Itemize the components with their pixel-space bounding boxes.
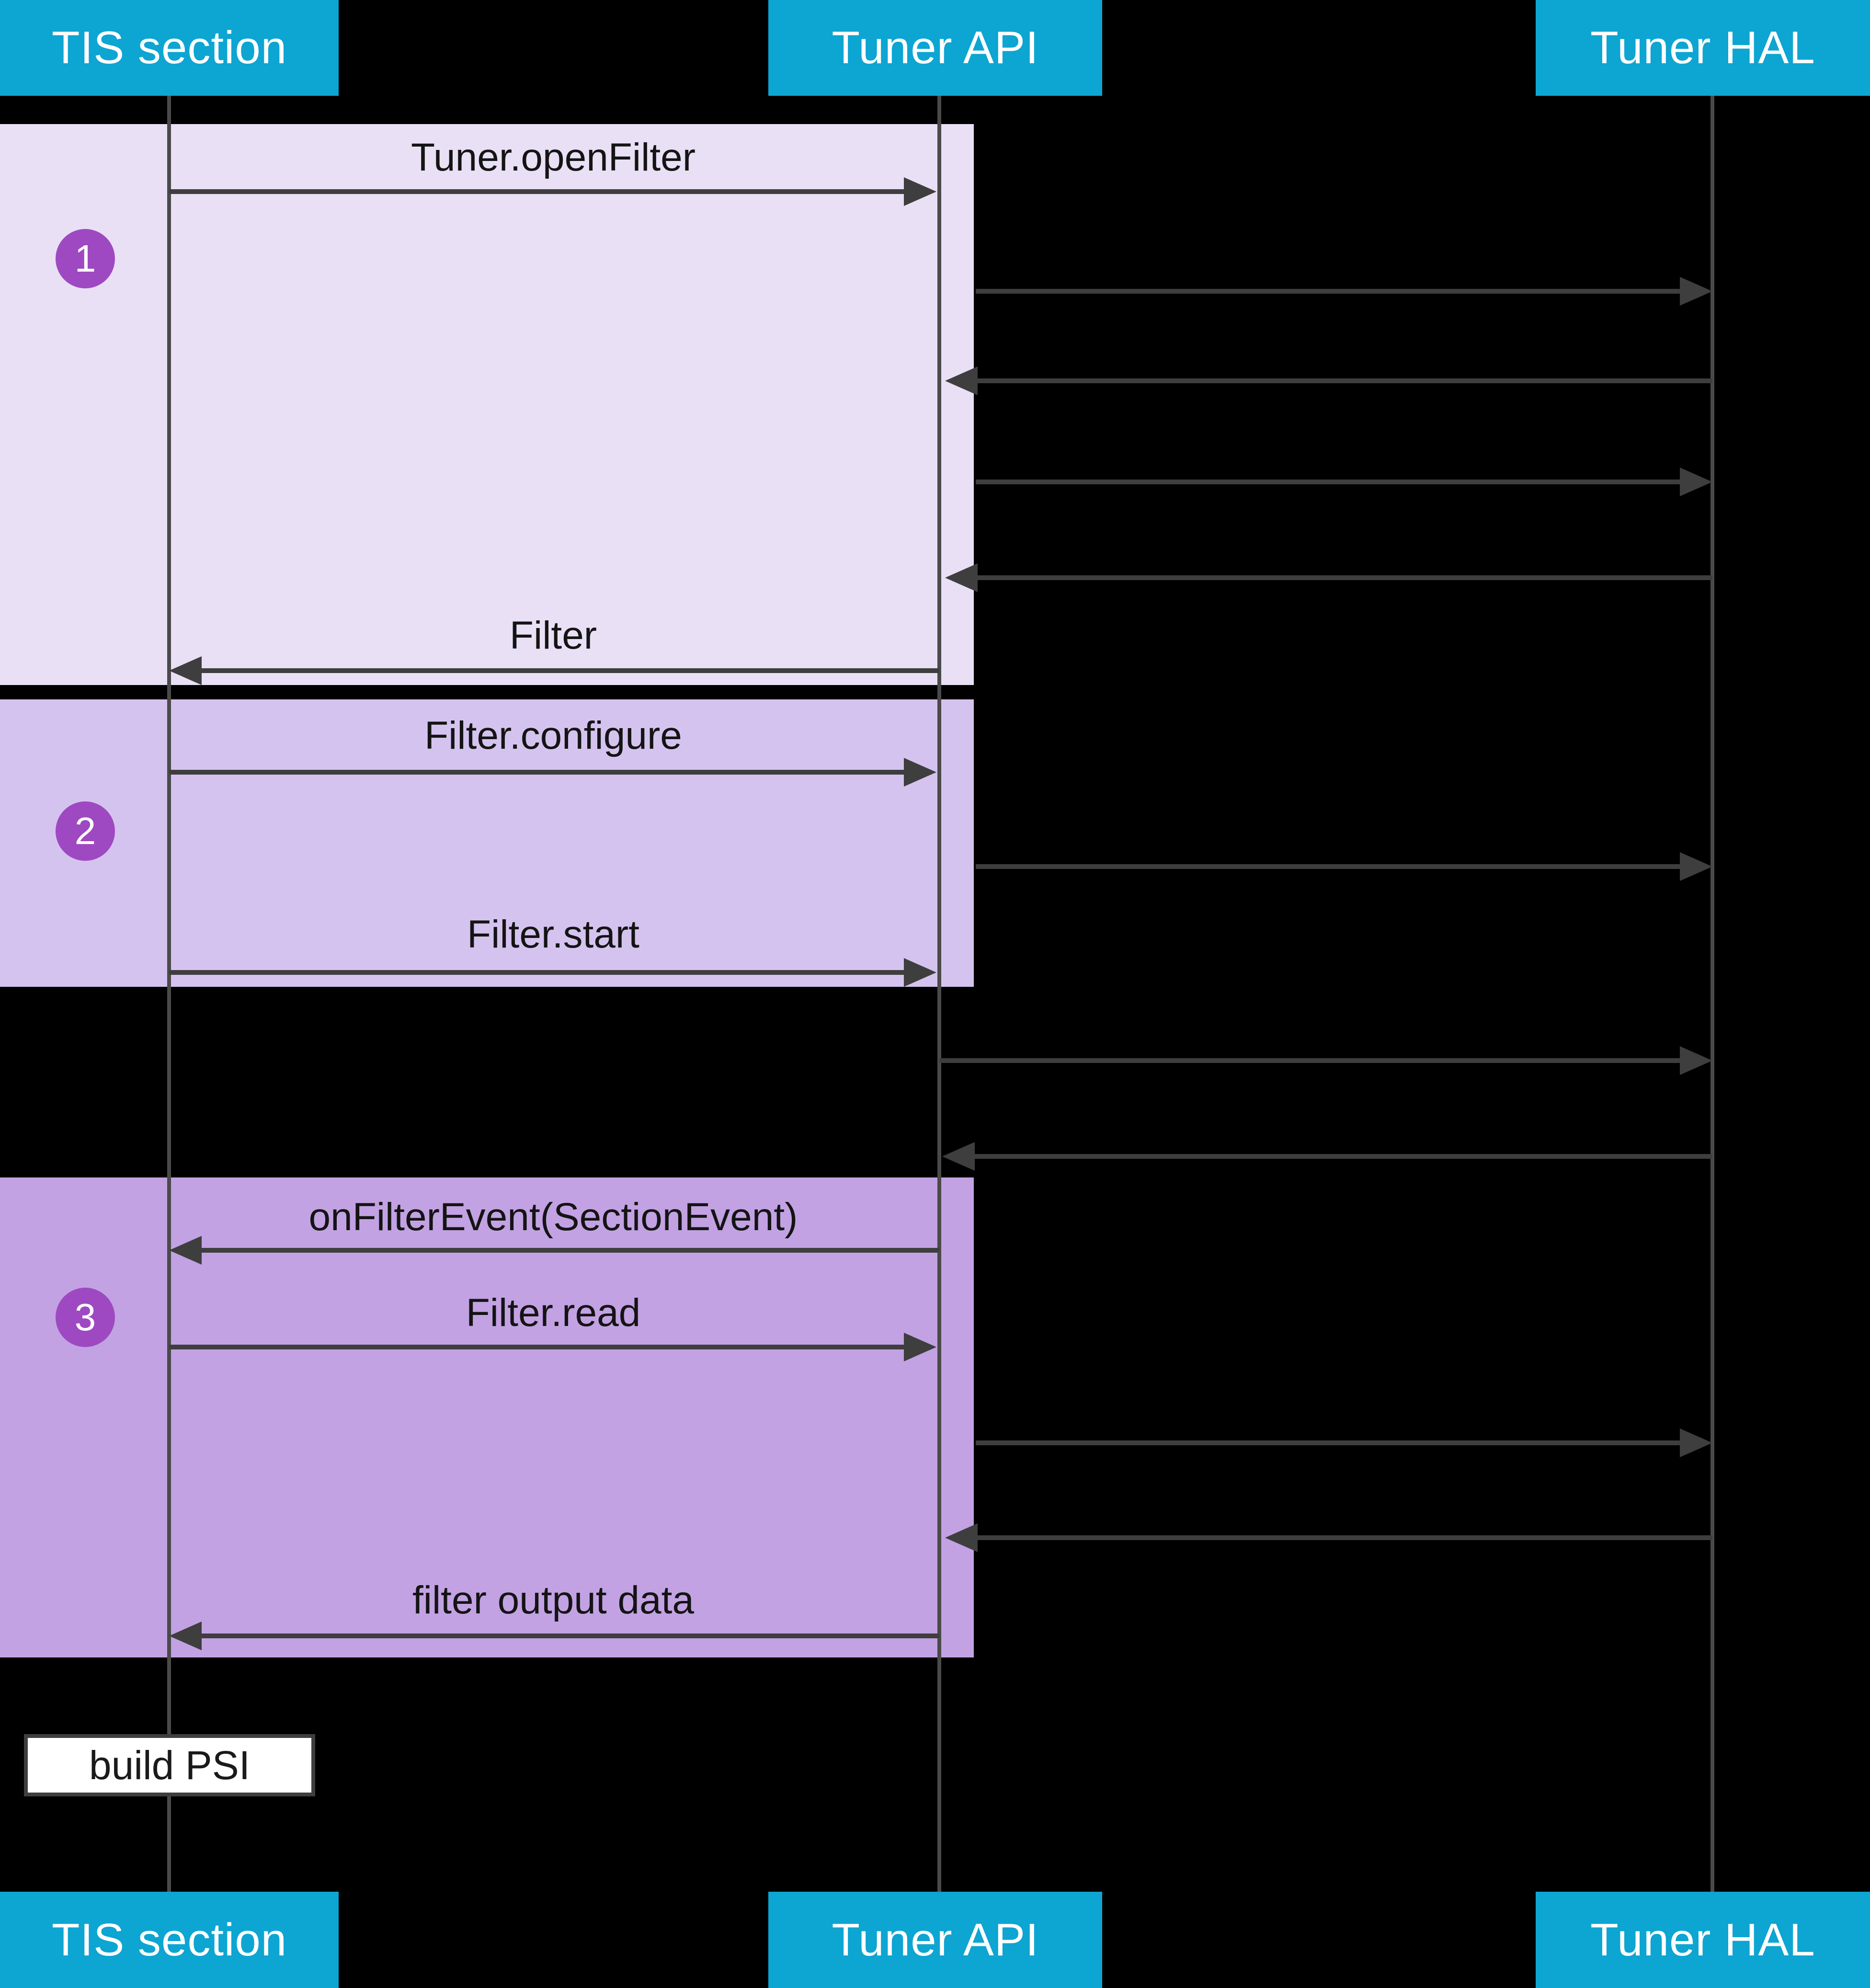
message-arrow-open-filter [169, 177, 936, 206]
arrow-api-to-hal-2 [976, 468, 1712, 496]
arrow-hal-to-api-1 [945, 366, 1712, 395]
message-label-start: Filter.start [467, 913, 639, 956]
message-label-filter-return: Filter [509, 614, 597, 657]
step-3-badge: 3 [56, 1288, 115, 1347]
lifeline-tuner-api [937, 96, 941, 1892]
message-arrow-on-filter-event [169, 1236, 939, 1265]
note-build-psi-label: build PSI [89, 1742, 251, 1788]
header-tis-section-bottom-label: TIS section [51, 1914, 287, 1965]
step-3-number: 3 [74, 1296, 96, 1338]
message-label-read: Filter.read [466, 1291, 641, 1335]
message-arrow-read [169, 1333, 936, 1361]
step-2-badge: 2 [56, 801, 115, 861]
message-arrow-configure [169, 758, 936, 787]
message-label-configure: Filter.configure [424, 714, 682, 757]
arrow-hal-to-api-4 [945, 1523, 1712, 1552]
message-arrow-start [169, 958, 936, 987]
header-tis-section-top-label: TIS section [51, 22, 287, 73]
message-label-on-filter-event: onFilterEvent(SectionEvent) [308, 1195, 798, 1239]
header-tuner-hal-bottom-label: Tuner HAL [1590, 1914, 1815, 1965]
header-tuner-api-top: Tuner API [768, 0, 1102, 96]
header-tuner-hal-bottom: Tuner HAL [1536, 1892, 1870, 1988]
step-1-number: 1 [74, 237, 96, 280]
message-arrow-filter-return [169, 656, 939, 685]
message-arrow-filter-output [169, 1622, 939, 1650]
section-1-box [0, 124, 974, 685]
header-tuner-hal-top: Tuner HAL [1536, 0, 1870, 96]
arrow-hal-to-api-3 [942, 1142, 1712, 1171]
section-3-box [0, 1177, 974, 1657]
step-1-badge: 1 [56, 229, 115, 288]
header-tuner-api-bottom-label: Tuner API [832, 1914, 1039, 1965]
arrow-hal-to-api-2 [945, 563, 1712, 592]
header-tuner-api-top-label: Tuner API [832, 22, 1039, 73]
message-label-open-filter: Tuner.openFilter [410, 136, 696, 179]
section-2-box [0, 699, 974, 987]
arrow-api-to-hal-5 [976, 1428, 1712, 1457]
header-tis-section-bottom: TIS section [0, 1892, 339, 1988]
arrow-api-to-hal-3 [976, 852, 1712, 881]
header-tuner-hal-top-label: Tuner HAL [1590, 22, 1815, 73]
header-tis-section-top: TIS section [0, 0, 339, 96]
message-label-filter-output: filter output data [412, 1578, 695, 1622]
step-2-number: 2 [74, 810, 96, 852]
lifeline-tuner-hal [1710, 96, 1714, 1892]
arrow-api-to-hal-4 [939, 1046, 1712, 1075]
header-tuner-api-bottom: Tuner API [768, 1892, 1102, 1988]
lifeline-tis-section [167, 96, 171, 1892]
note-build-psi: build PSI [24, 1734, 315, 1796]
arrow-api-to-hal-1 [976, 277, 1712, 306]
